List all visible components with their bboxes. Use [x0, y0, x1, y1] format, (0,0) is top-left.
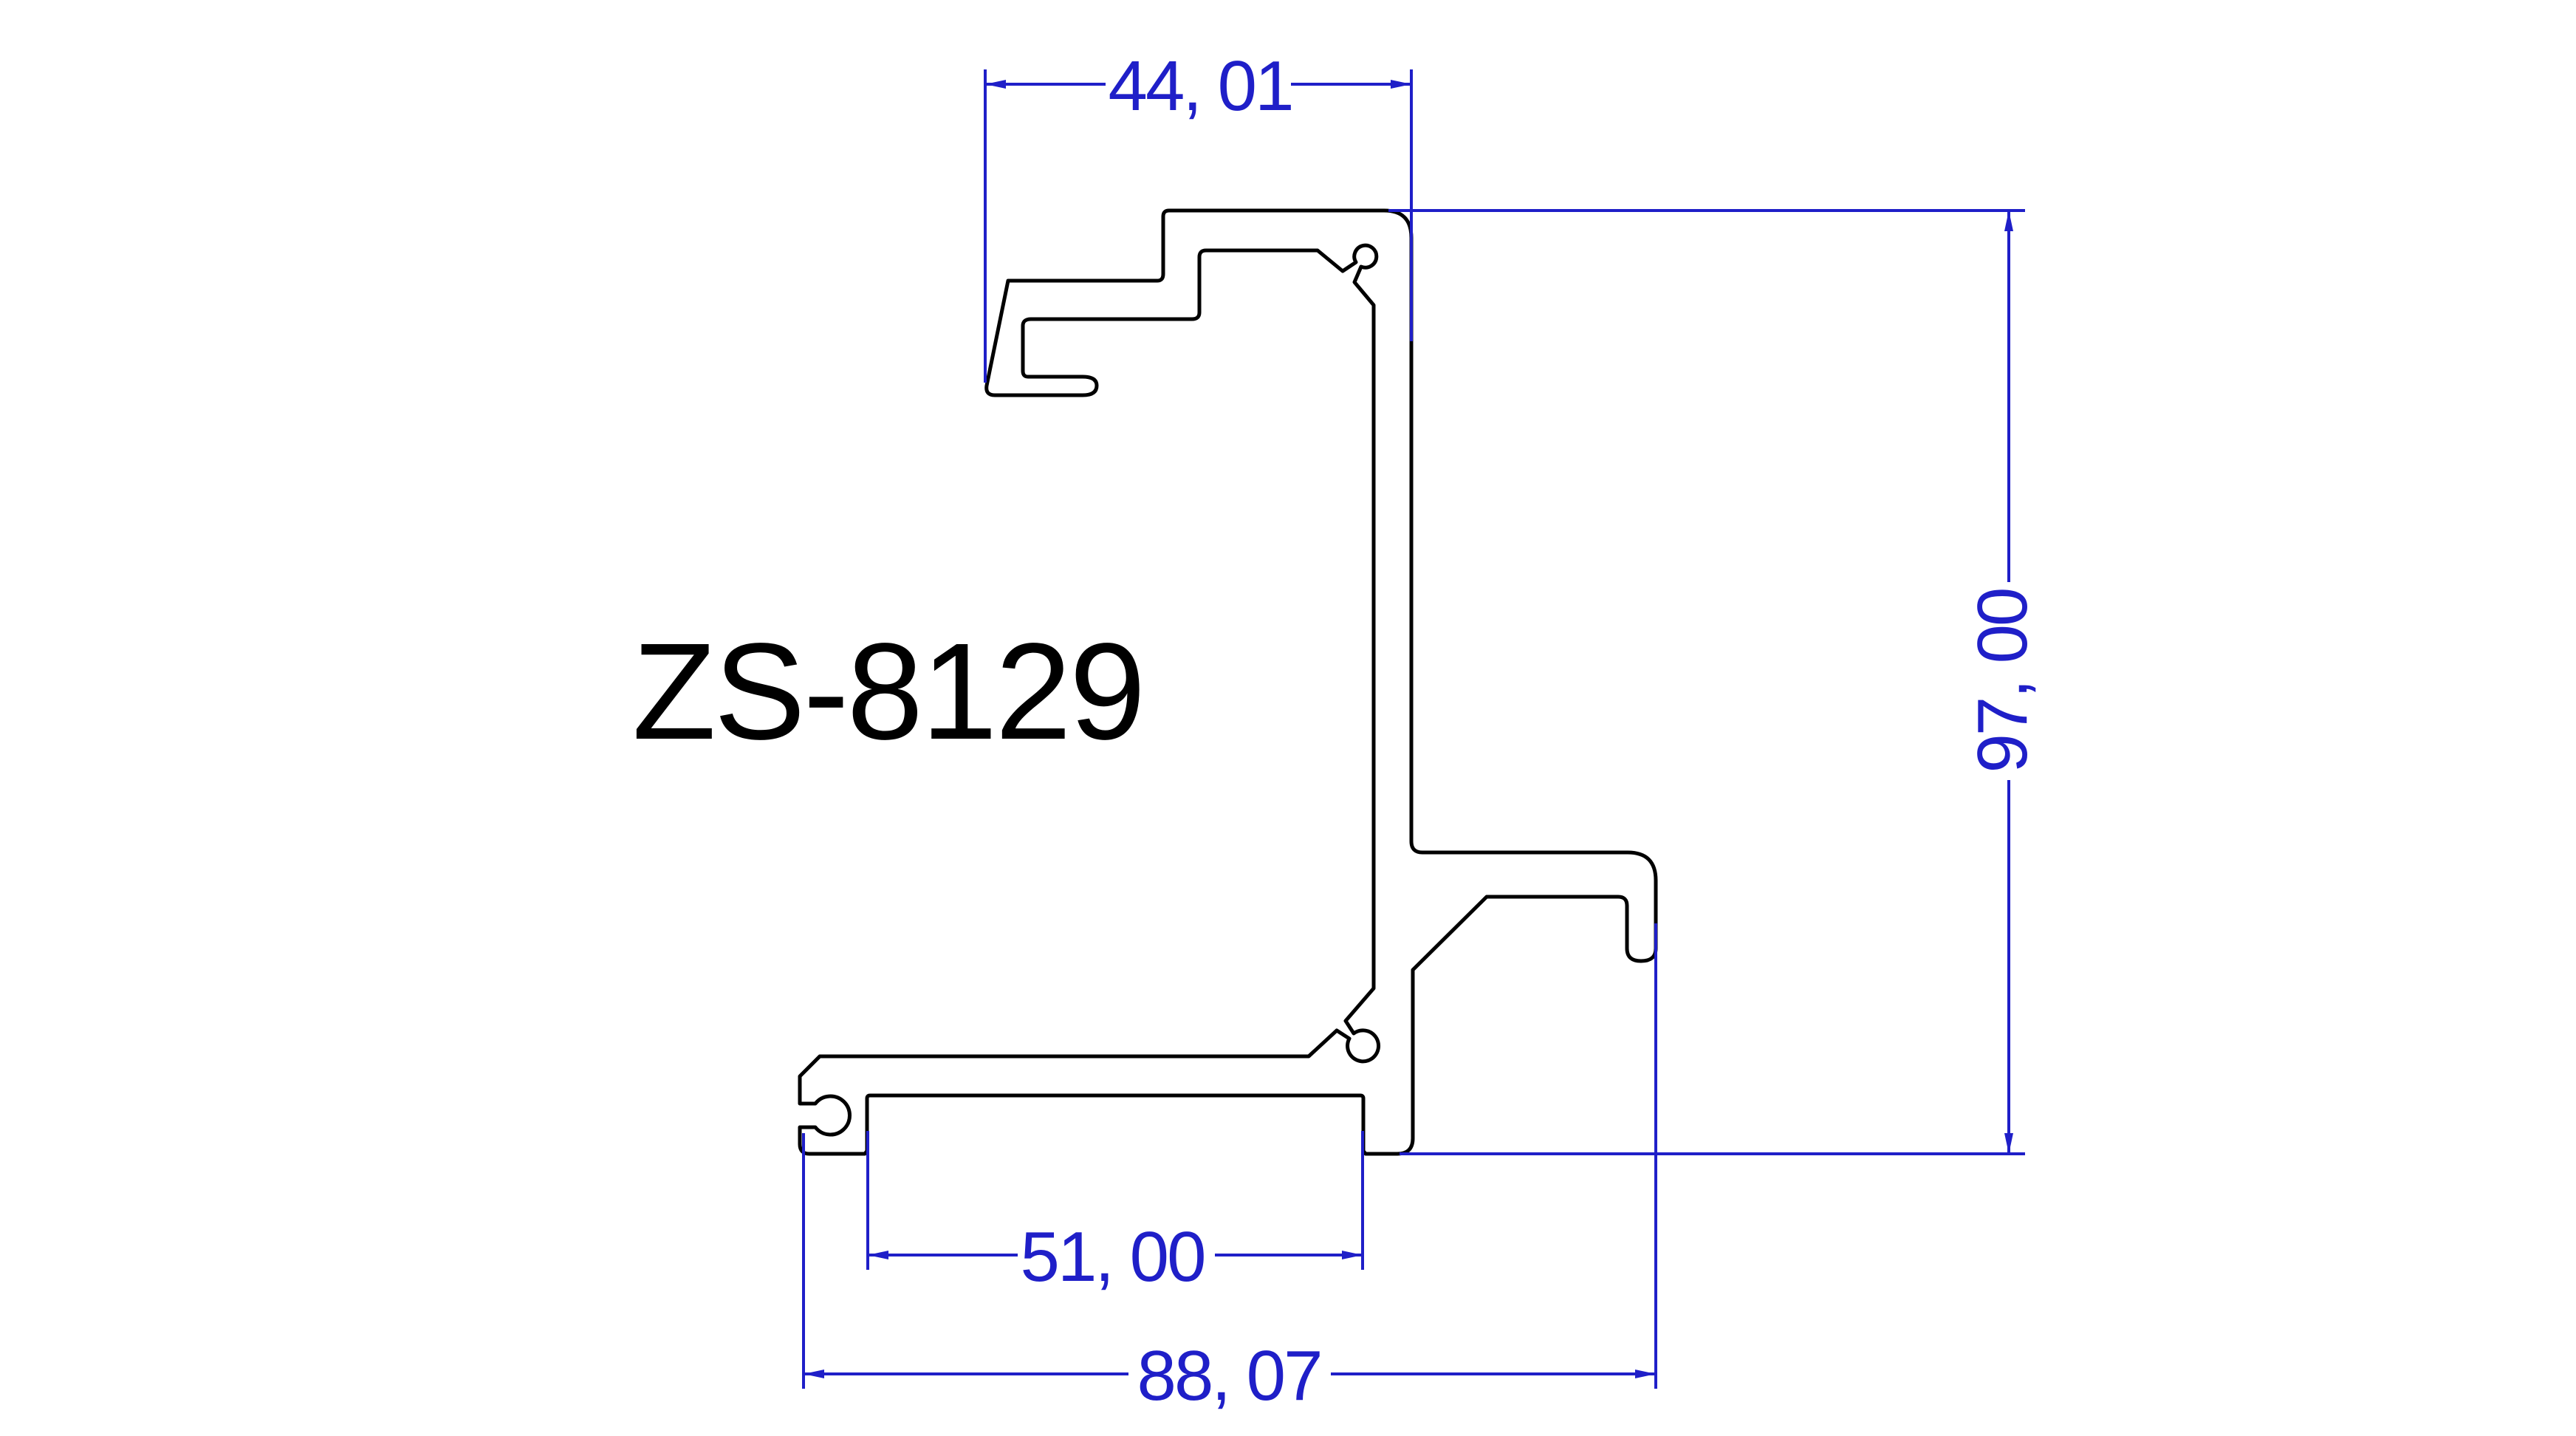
- dim-bottom-inner-width: 51, 00: [866, 1131, 1364, 1296]
- dim-overall-height-label: 97, 00: [1963, 589, 2042, 773]
- arrowhead-left-icon: [985, 80, 1006, 89]
- drawing-title: ZS-8129: [632, 615, 1143, 768]
- dim-bottom-overall-width: 88, 07: [802, 923, 1657, 1415]
- arrowhead-left-icon: [868, 1251, 888, 1259]
- arrowhead-right-icon: [1391, 80, 1411, 89]
- dim-overall-height: 97, 00: [1388, 209, 2042, 1155]
- dim-bottom-inner-label: 51, 00: [1021, 1217, 1205, 1296]
- profile-outline: [798, 208, 1658, 1156]
- dim-bottom-overall-label: 88, 07: [1137, 1336, 1321, 1415]
- dim-top-width: 44, 01: [984, 47, 1413, 383]
- profile-cross-section-path: [798, 208, 1658, 1156]
- arrowhead-left-icon: [804, 1370, 824, 1378]
- arrowhead-right-icon: [1635, 1370, 1656, 1378]
- arrowhead-up-icon: [2004, 211, 2013, 231]
- dim-top-width-label: 44, 01: [1109, 47, 1292, 126]
- arrowhead-down-icon: [2004, 1133, 2013, 1154]
- drawing-title-group: ZS-8129: [632, 615, 1145, 768]
- arrowhead-right-icon: [1342, 1251, 1363, 1259]
